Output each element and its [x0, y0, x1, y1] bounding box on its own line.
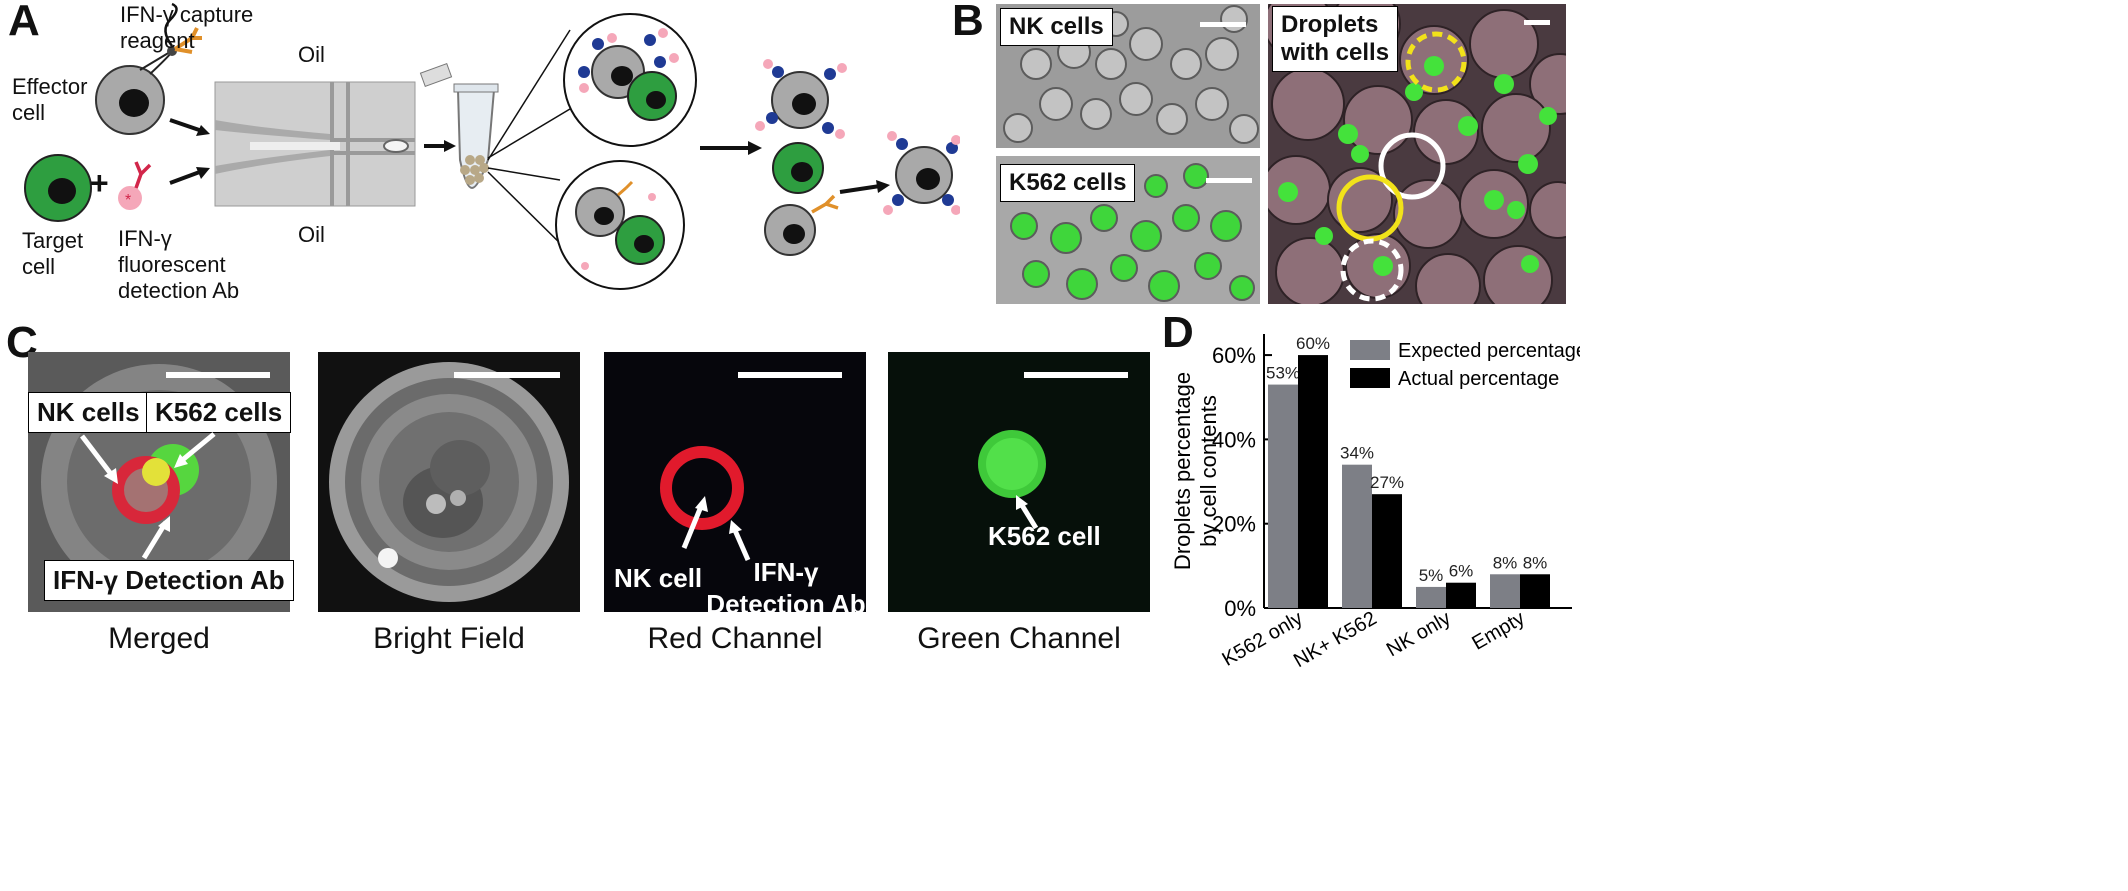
- nk-cells-label: NK cells: [1000, 8, 1113, 46]
- bar-value-label: 5%: [1419, 566, 1444, 585]
- bar-value-label: 53%: [1266, 364, 1300, 383]
- bar-value-label: 34%: [1340, 444, 1374, 463]
- scale-bar: [166, 372, 270, 378]
- y-axis-label: by cell contents: [1196, 395, 1221, 547]
- legend-swatch: [1350, 368, 1390, 388]
- y-tick-label: 0%: [1224, 596, 1256, 621]
- green-k562-label: K562 cell: [988, 521, 1101, 551]
- green-arrow: [1016, 495, 1039, 530]
- bar-value-label: 8%: [1523, 553, 1548, 572]
- bar-actual-percentage: [1446, 582, 1476, 608]
- panel-b-letter: B: [952, 0, 984, 45]
- scale-bar: [738, 372, 842, 378]
- merged-arrows: [80, 432, 216, 560]
- bar-actual-percentage: [1372, 494, 1402, 608]
- y-tick-label: 20%: [1212, 512, 1256, 537]
- x-tick-label: NK+ K562: [1290, 607, 1380, 672]
- red-channel-caption: Red Channel: [647, 622, 823, 655]
- scale-bar: [1200, 22, 1246, 27]
- bar-expected-percentage: [1416, 586, 1446, 608]
- negative-droplet-icon: [555, 160, 685, 290]
- red-channel-image: [604, 352, 866, 612]
- merged-k562-label: K562 cells: [146, 392, 292, 433]
- tube-icon: [419, 62, 499, 190]
- scale-bar: [1024, 372, 1128, 378]
- scale-bar: [454, 372, 560, 378]
- panel-d-letter: D: [1162, 308, 1194, 357]
- scale-bar: [1524, 20, 1550, 25]
- red-nk-label: NK cell: [614, 563, 703, 593]
- bar-expected-percentage: [1490, 574, 1520, 608]
- k562-cells-label: K562 cells: [1000, 164, 1136, 202]
- secreting-effector-cell-icon: [883, 131, 960, 215]
- positive-droplet-icon: [563, 13, 697, 147]
- target-cell-icon: [24, 154, 92, 222]
- green-channel-image: [888, 352, 1150, 612]
- y-tick-label: 40%: [1212, 427, 1256, 452]
- red-arrows: [681, 496, 751, 562]
- y-tick-label: 60%: [1212, 343, 1256, 368]
- detection-antibody-icon: *: [118, 161, 152, 210]
- svg-text:*: *: [125, 192, 131, 209]
- bar-value-label: 8%: [1493, 553, 1518, 572]
- x-tick-label: NK only: [1383, 607, 1455, 661]
- green-channel-caption: Green Channel: [917, 622, 1121, 655]
- plus-sign: +: [90, 165, 109, 201]
- bar-expected-percentage: [1342, 464, 1372, 608]
- legend-entry: Actual percentage: [1398, 368, 1559, 390]
- merged-ifn-label: IFN-γ Detection Ab: [44, 560, 294, 601]
- panel-a-diagram: *: [24, 2, 960, 290]
- bar-expected-percentage: [1268, 384, 1298, 608]
- sorted-cells-icon: [755, 59, 847, 256]
- legend-swatch: [1350, 340, 1390, 360]
- y-axis-label: Droplets percentage: [1170, 372, 1195, 570]
- x-tick-label: Empty: [1468, 607, 1528, 654]
- effector-cell-icon: [95, 2, 202, 135]
- panel-a-letter: A: [8, 0, 40, 45]
- bar-actual-percentage: [1520, 574, 1550, 608]
- oil-bottom-label: Oil: [298, 222, 325, 247]
- bar-value-label: 27%: [1370, 473, 1404, 492]
- droplets-micrograph: [1268, 4, 1566, 304]
- microfluidic-chip-image: [214, 81, 416, 207]
- bright-field-caption: Bright Field: [373, 622, 525, 655]
- merged-caption: Merged: [108, 622, 210, 655]
- bar-value-label: 6%: [1449, 562, 1474, 581]
- scale-bar: [1206, 178, 1252, 183]
- bar-actual-percentage: [1298, 355, 1328, 608]
- bar-value-label: 60%: [1296, 334, 1330, 353]
- oil-top-label: Oil: [298, 42, 325, 67]
- legend-entry: Expected percentage: [1398, 340, 1580, 362]
- bright-field-image: [318, 352, 580, 612]
